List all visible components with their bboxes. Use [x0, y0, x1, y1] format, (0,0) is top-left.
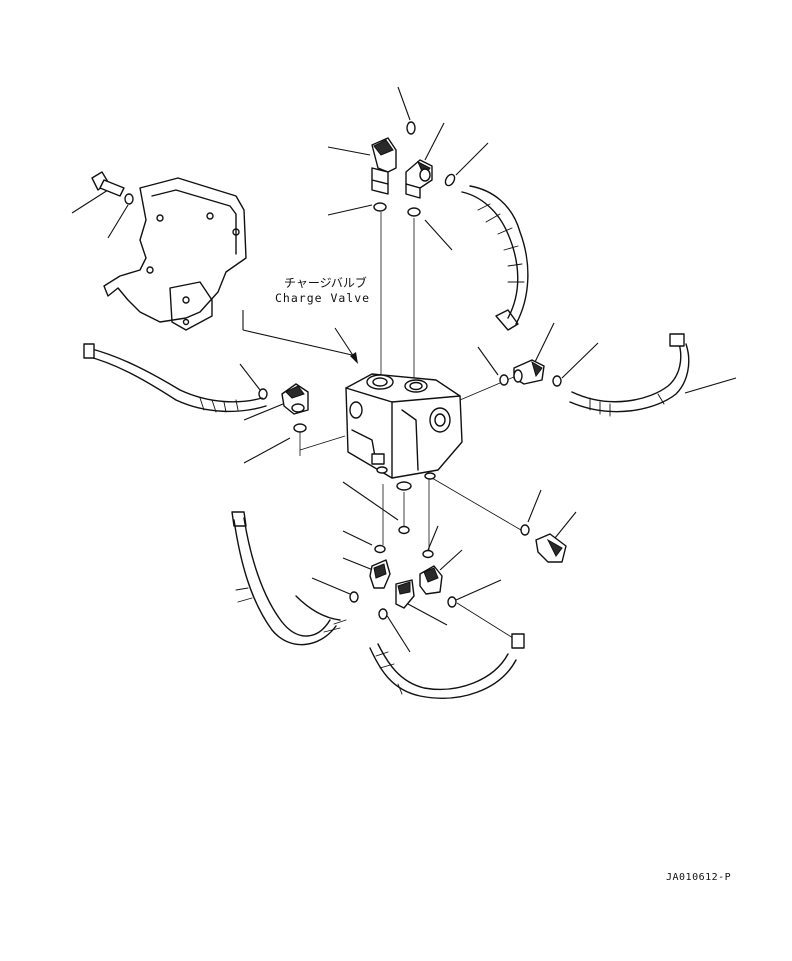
- callout-label-japanese: チャージバルブ: [284, 275, 367, 290]
- o-ring-icon: [552, 375, 562, 387]
- o-ring-icon: [293, 423, 307, 433]
- top-elbow-fitting-left: [371, 137, 397, 195]
- right-elbow-fitting: [513, 359, 545, 385]
- left-elbow-fitting: [281, 383, 309, 415]
- o-ring-icon: [373, 202, 387, 212]
- o-ring-icon: [499, 374, 509, 386]
- o-ring-icon: [422, 549, 434, 559]
- o-ring-icon: [349, 591, 359, 603]
- o-rings: [258, 121, 562, 620]
- leader-lines: [71, 86, 737, 653]
- o-ring-icon: [398, 525, 410, 535]
- hose-left: [83, 343, 267, 413]
- o-ring-icon: [258, 388, 268, 400]
- o-ring-icon: [407, 207, 421, 217]
- lower-right-elbow-fitting: [535, 533, 567, 563]
- hose-lower-left: [231, 511, 347, 646]
- bottom-fittings: [369, 559, 443, 609]
- charge-valve-block: [345, 373, 463, 491]
- o-ring-icon: [406, 121, 416, 135]
- washer-icon: [124, 193, 134, 205]
- drawing-number: JA010612-P: [666, 872, 731, 883]
- bolt-and-washer: [91, 171, 134, 205]
- hose-top-right: [461, 185, 529, 331]
- callout-arrowhead: [350, 352, 358, 364]
- hose-right: [569, 333, 690, 417]
- hose-lower-right: [369, 633, 525, 699]
- callout-label-english: Charge Valve: [275, 291, 370, 305]
- top-elbow-fitting-right: [405, 159, 433, 199]
- o-ring-icon: [378, 608, 388, 620]
- alignment-lines: [299, 212, 522, 639]
- o-ring-icon: [374, 544, 386, 554]
- mounting-bracket: [103, 177, 247, 331]
- o-ring-icon: [444, 173, 456, 187]
- o-ring-icon: [520, 524, 530, 536]
- o-ring-icon: [447, 596, 457, 608]
